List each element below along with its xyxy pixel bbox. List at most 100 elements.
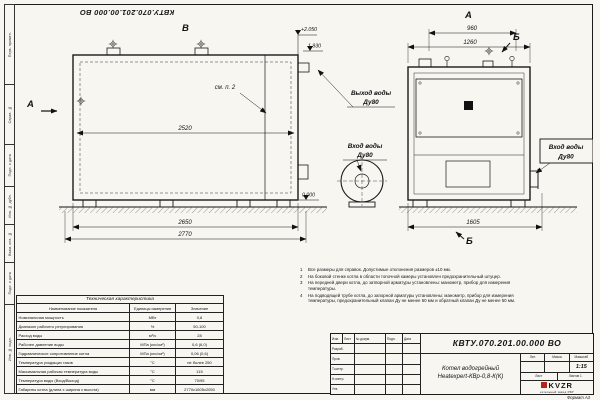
tech-unit-cell: МВт bbox=[129, 313, 175, 321]
view-marker-a: А bbox=[464, 10, 472, 21]
dim-2520: 2520 bbox=[177, 126, 192, 132]
mass-label: Масса bbox=[545, 353, 570, 361]
tech-unit-cell: м³/ч bbox=[129, 331, 175, 339]
tech-row: Рабочее давление воды МПа (кгс/см²)0,6 (6… bbox=[17, 339, 223, 348]
stamp-empty-cell bbox=[403, 344, 420, 353]
tech-unit-cell: °С bbox=[129, 367, 175, 375]
tech-unit-cell: МПа (кгс/см²) bbox=[129, 340, 175, 348]
section-marker-b-top: Б bbox=[513, 32, 520, 43]
side-cell-sprav: Справ. № bbox=[4, 84, 15, 144]
title-block-signatures: Изм. Лист № докум. Подп. Дата Разраб. Пр… bbox=[331, 334, 421, 395]
lit-label: Лит. bbox=[521, 353, 546, 361]
dim-2770: 2770 bbox=[177, 232, 192, 238]
inlet-left-dn-label: Ду80 bbox=[356, 152, 373, 159]
fan-unit bbox=[337, 156, 387, 208]
logo-subtext: котельный завод РЗР bbox=[540, 390, 574, 394]
company-logo: KVZR котельный завод РЗР bbox=[521, 381, 593, 395]
stamp-role-cell: Утв. bbox=[331, 384, 355, 395]
tech-unit-cell: % bbox=[129, 322, 175, 330]
tech-name-cell: Рабочее давление воды bbox=[18, 341, 64, 347]
level-zero: 0.000 bbox=[302, 193, 315, 199]
stamp-empty-cell bbox=[386, 364, 403, 374]
logo-text: KVZR bbox=[548, 380, 573, 390]
stamp-empty-cell bbox=[355, 344, 386, 354]
ground-left bbox=[59, 206, 327, 213]
side-cell-inv-podl: Инв. № подл. bbox=[4, 304, 15, 394]
stamp-role-cell: Пров. bbox=[331, 354, 355, 364]
stamp-empty-cell bbox=[403, 354, 420, 363]
side-cell-inv-dubl: Инв. № дубл. bbox=[4, 186, 15, 224]
scale-value: 1:15 bbox=[575, 363, 587, 370]
tech-value-cell: не более 250 bbox=[175, 358, 223, 366]
side-label: Инв. № дубл. bbox=[7, 193, 12, 218]
tech-value-cell: 28 bbox=[175, 331, 223, 339]
side-cell-podp1: Подп. и дата bbox=[4, 144, 15, 186]
ground-right bbox=[399, 206, 577, 213]
tech-name-cell: Температура воды (Вход/Выход) bbox=[18, 377, 80, 383]
logo-mark-icon bbox=[541, 382, 548, 388]
side-label: Взам. инв. № bbox=[7, 231, 12, 256]
level-top: +2.050 bbox=[301, 27, 317, 33]
stamp-empty-cell bbox=[386, 354, 403, 364]
tech-name-cell: Гидравлическое сопротивление котла bbox=[18, 350, 90, 356]
tech-row: Диапазон рабочего регулирования%50-100 bbox=[17, 321, 223, 330]
level-marks bbox=[295, 30, 323, 201]
tech-unit-cell: МПа (кгс/см²) bbox=[129, 349, 175, 357]
tech-name-cell: Диапазон рабочего регулирования bbox=[18, 323, 84, 329]
tech-value-cell: 0,6 (6,0) bbox=[175, 340, 223, 348]
tech-unit-cell: °С bbox=[129, 358, 175, 366]
inlet-right-label: Вход воды bbox=[549, 143, 584, 151]
stamp-empty-cell bbox=[386, 384, 403, 395]
note-number: 4 bbox=[300, 292, 303, 298]
tech-unit-cell: °С bbox=[129, 376, 175, 384]
boiler-front-view bbox=[407, 46, 539, 208]
side-label: Инв. № подл. bbox=[7, 337, 12, 361]
tech-table-title: Техническая характеристика bbox=[86, 297, 154, 302]
note-number: 3 bbox=[300, 280, 303, 286]
stamp-empty-cell bbox=[386, 344, 403, 354]
tech-value-cell: 2770х1605х2050 bbox=[175, 385, 223, 393]
stamp-row: Пров. bbox=[331, 354, 420, 365]
note-text: На боковой стенке котла в области топочн… bbox=[308, 273, 501, 279]
stamp-header-row: Изм. Лист № докум. Подп. Дата bbox=[331, 334, 420, 345]
level-mid: 1.930 bbox=[308, 44, 321, 50]
tech-header-name: Наименование показателя bbox=[48, 305, 98, 311]
tech-name-cell: Габариты котла (длина х ширина х высота) bbox=[18, 386, 99, 392]
stamp-empty-cell bbox=[355, 354, 386, 364]
tech-name-cell: Расход воды bbox=[18, 332, 43, 338]
dimensions-left bbox=[64, 130, 307, 243]
drawing-canvas: 2520 2650 2770 +2.050 1.930 0.000 В А см… bbox=[26, 10, 593, 247]
doc-title: Котел водогрейный Heatexpert-КВр-0,8-К(К… bbox=[421, 353, 521, 394]
side-label: Подп. и дата bbox=[7, 272, 12, 295]
title-block-main: КВТУ.070.201.00.000 ВО Котел водогрейный… bbox=[421, 334, 593, 394]
tech-value-cell: 70/95 bbox=[175, 376, 223, 384]
outlet-callout: Выход воды Ду80 bbox=[317, 69, 395, 108]
scale-label: Масштаб bbox=[574, 355, 589, 359]
stamp-empty-cell bbox=[403, 375, 420, 384]
stamp-role-cell: Разраб. bbox=[331, 344, 355, 354]
stamp-empty-cell bbox=[355, 364, 386, 374]
section-b-bottom-arrow bbox=[455, 231, 465, 240]
tech-row: Габариты котла (длина х ширина х высота)… bbox=[17, 384, 223, 393]
sheets-value: 1 bbox=[579, 374, 582, 378]
inlet-right-callout: Вход воды Ду80 bbox=[535, 138, 593, 174]
section-b-top-arrow bbox=[501, 42, 511, 53]
side-stamp-column: Перв. примен. Справ. № Подп. и дата Инв.… bbox=[4, 4, 15, 394]
tech-header-unit: Единицы измерения bbox=[129, 304, 175, 312]
inlet-left-label: Вход воды bbox=[348, 142, 383, 150]
tech-value-cell: 115 bbox=[175, 367, 223, 375]
stamp-header-cell: № докум. bbox=[355, 334, 386, 344]
section-marker-a: А bbox=[26, 99, 34, 110]
doc-title-line2: Heatexpert-КВр-0,8-К(К) bbox=[437, 373, 504, 380]
dim-2650: 2650 bbox=[177, 220, 192, 226]
doc-number: КВТУ.070.201.00.000 ВО bbox=[421, 334, 593, 354]
stamp-empty-cell bbox=[386, 374, 403, 384]
note-text: Все размеры для справок. Допустимые откл… bbox=[308, 267, 451, 272]
dim-1260: 1260 bbox=[463, 40, 477, 46]
mass-value-cell bbox=[545, 361, 570, 372]
